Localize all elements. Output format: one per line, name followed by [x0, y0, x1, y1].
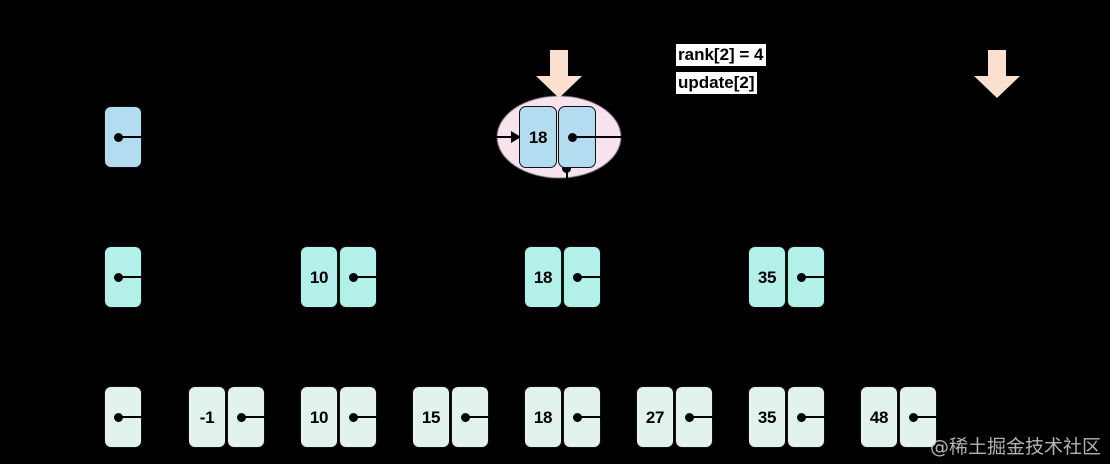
update-label: update[2]: [676, 72, 757, 94]
arrow-shaft: [988, 50, 1006, 78]
l3-head-pointer-cell[interactable]: [104, 106, 148, 168]
pointer-stub: [118, 136, 148, 138]
l2-node-35-key-cell: 35: [748, 246, 786, 308]
watermark: @稀土掘金技术社区: [930, 436, 1102, 458]
l1-node-35-key: 35: [757, 407, 777, 427]
link-l2-35-to-tail: [825, 276, 865, 278]
pointer-stub: [353, 276, 383, 278]
l2-node-18-key-cell: 18: [524, 246, 562, 308]
down-arrow-right: [974, 50, 1020, 98]
pointer-stub: [913, 416, 943, 418]
l1-node-27-key-cell: 27: [636, 386, 674, 448]
l1-head-node[interactable]: [104, 386, 148, 448]
pointer-stub: [241, 416, 271, 418]
l1-node-18[interactable]: 18: [524, 386, 607, 448]
l1-node-18-key: 18: [533, 407, 553, 427]
link-l1-18-to-27: [601, 416, 637, 418]
l1-node-48-pointer-cell[interactable]: [899, 386, 943, 448]
link-l1-head-to--1: [141, 416, 189, 418]
l3-node-18-key: 18: [528, 127, 548, 147]
link-l3-head-to-18: [141, 136, 501, 138]
pointer-stub: [572, 136, 602, 138]
pointer-stub: [801, 276, 831, 278]
l1-node-27-key: 27: [645, 407, 665, 427]
l2-head-pointer-cell[interactable]: [104, 246, 148, 308]
link-l2-10-to-18: [377, 276, 525, 278]
pointer-stub: [353, 416, 383, 418]
link-l1-15-to-18: [489, 416, 525, 418]
pointer-stub: [689, 416, 719, 418]
link-l1-35-to-48: [825, 416, 861, 418]
l1-node--1-pointer-cell[interactable]: [227, 386, 271, 448]
pointer-stub: [118, 416, 148, 418]
link-l1-27-to-35: [713, 416, 749, 418]
l1-node--1-key-cell: -1: [188, 386, 226, 448]
pointer-stub: [118, 276, 148, 278]
pointer-stub: [465, 416, 495, 418]
pointer-stub: [801, 416, 831, 418]
l2-node-35-pointer-cell[interactable]: [787, 246, 831, 308]
link-l1-48-to-tail: [937, 416, 977, 418]
l1-node--1-key: -1: [199, 407, 215, 427]
l1-node-10-key-cell: 10: [300, 386, 338, 448]
l3-node-18-pointer-cell[interactable]: [558, 106, 602, 168]
l2-node-10-pointer-cell[interactable]: [339, 246, 383, 308]
l1-node--1[interactable]: -1: [188, 386, 271, 448]
l1-node-48[interactable]: 48: [860, 386, 943, 448]
link-l1--1-to-10: [265, 416, 301, 418]
l3-head-node[interactable]: [104, 106, 148, 168]
l3-node-18-key-cell: 18: [519, 106, 557, 168]
l1-head-pointer-cell[interactable]: [104, 386, 148, 448]
l1-node-35-key-cell: 35: [748, 386, 786, 448]
l2-node-18[interactable]: 18: [524, 246, 607, 308]
l1-node-35[interactable]: 35: [748, 386, 831, 448]
l1-node-18-key-cell: 18: [524, 386, 562, 448]
l3-node-18[interactable]: 18: [519, 106, 602, 168]
l1-node-15-key-cell: 15: [412, 386, 450, 448]
l1-node-18-pointer-cell[interactable]: [563, 386, 607, 448]
l2-node-35[interactable]: 35: [748, 246, 831, 308]
l1-node-48-key-cell: 48: [860, 386, 898, 448]
l1-node-10-pointer-cell[interactable]: [339, 386, 383, 448]
arrow-shaft: [550, 50, 568, 78]
vlink-dot-18-level3: [562, 164, 571, 173]
rank-label: rank[2] = 4: [676, 44, 766, 66]
l2-node-35-key: 35: [757, 267, 777, 287]
vlink-18-level3-to-level2: [566, 168, 568, 248]
l1-node-15[interactable]: 15: [412, 386, 495, 448]
pointer-stub: [577, 416, 607, 418]
l2-node-10-key: 10: [309, 267, 329, 287]
down-arrow-insert-position: [536, 50, 582, 98]
arrow-head-icon: [974, 76, 1020, 98]
l1-node-10-key: 10: [309, 407, 329, 427]
vlink-18-level2-to-level1: [566, 308, 568, 388]
l2-node-18-key: 18: [533, 267, 553, 287]
l1-node-10[interactable]: 10: [300, 386, 383, 448]
l1-node-48-key: 48: [869, 407, 889, 427]
l2-node-18-pointer-cell[interactable]: [563, 246, 607, 308]
link-l3-18-to-tail: [596, 136, 626, 138]
l1-node-35-pointer-cell[interactable]: [787, 386, 831, 448]
l1-node-15-key: 15: [421, 407, 441, 427]
link-l2-18-to-35: [601, 276, 749, 278]
arrow-head-icon: [536, 76, 582, 98]
l1-node-15-pointer-cell[interactable]: [451, 386, 495, 448]
l2-node-10[interactable]: 10: [300, 246, 383, 308]
l2-head-node[interactable]: [104, 246, 148, 308]
incoming-arrow-node-18: [488, 131, 521, 143]
link-l2-head-to-10: [141, 276, 301, 278]
pointer-stub: [577, 276, 607, 278]
l1-node-27[interactable]: 27: [636, 386, 719, 448]
link-l1-10-to-15: [377, 416, 413, 418]
l2-node-10-key-cell: 10: [300, 246, 338, 308]
l1-node-27-pointer-cell[interactable]: [675, 386, 719, 448]
